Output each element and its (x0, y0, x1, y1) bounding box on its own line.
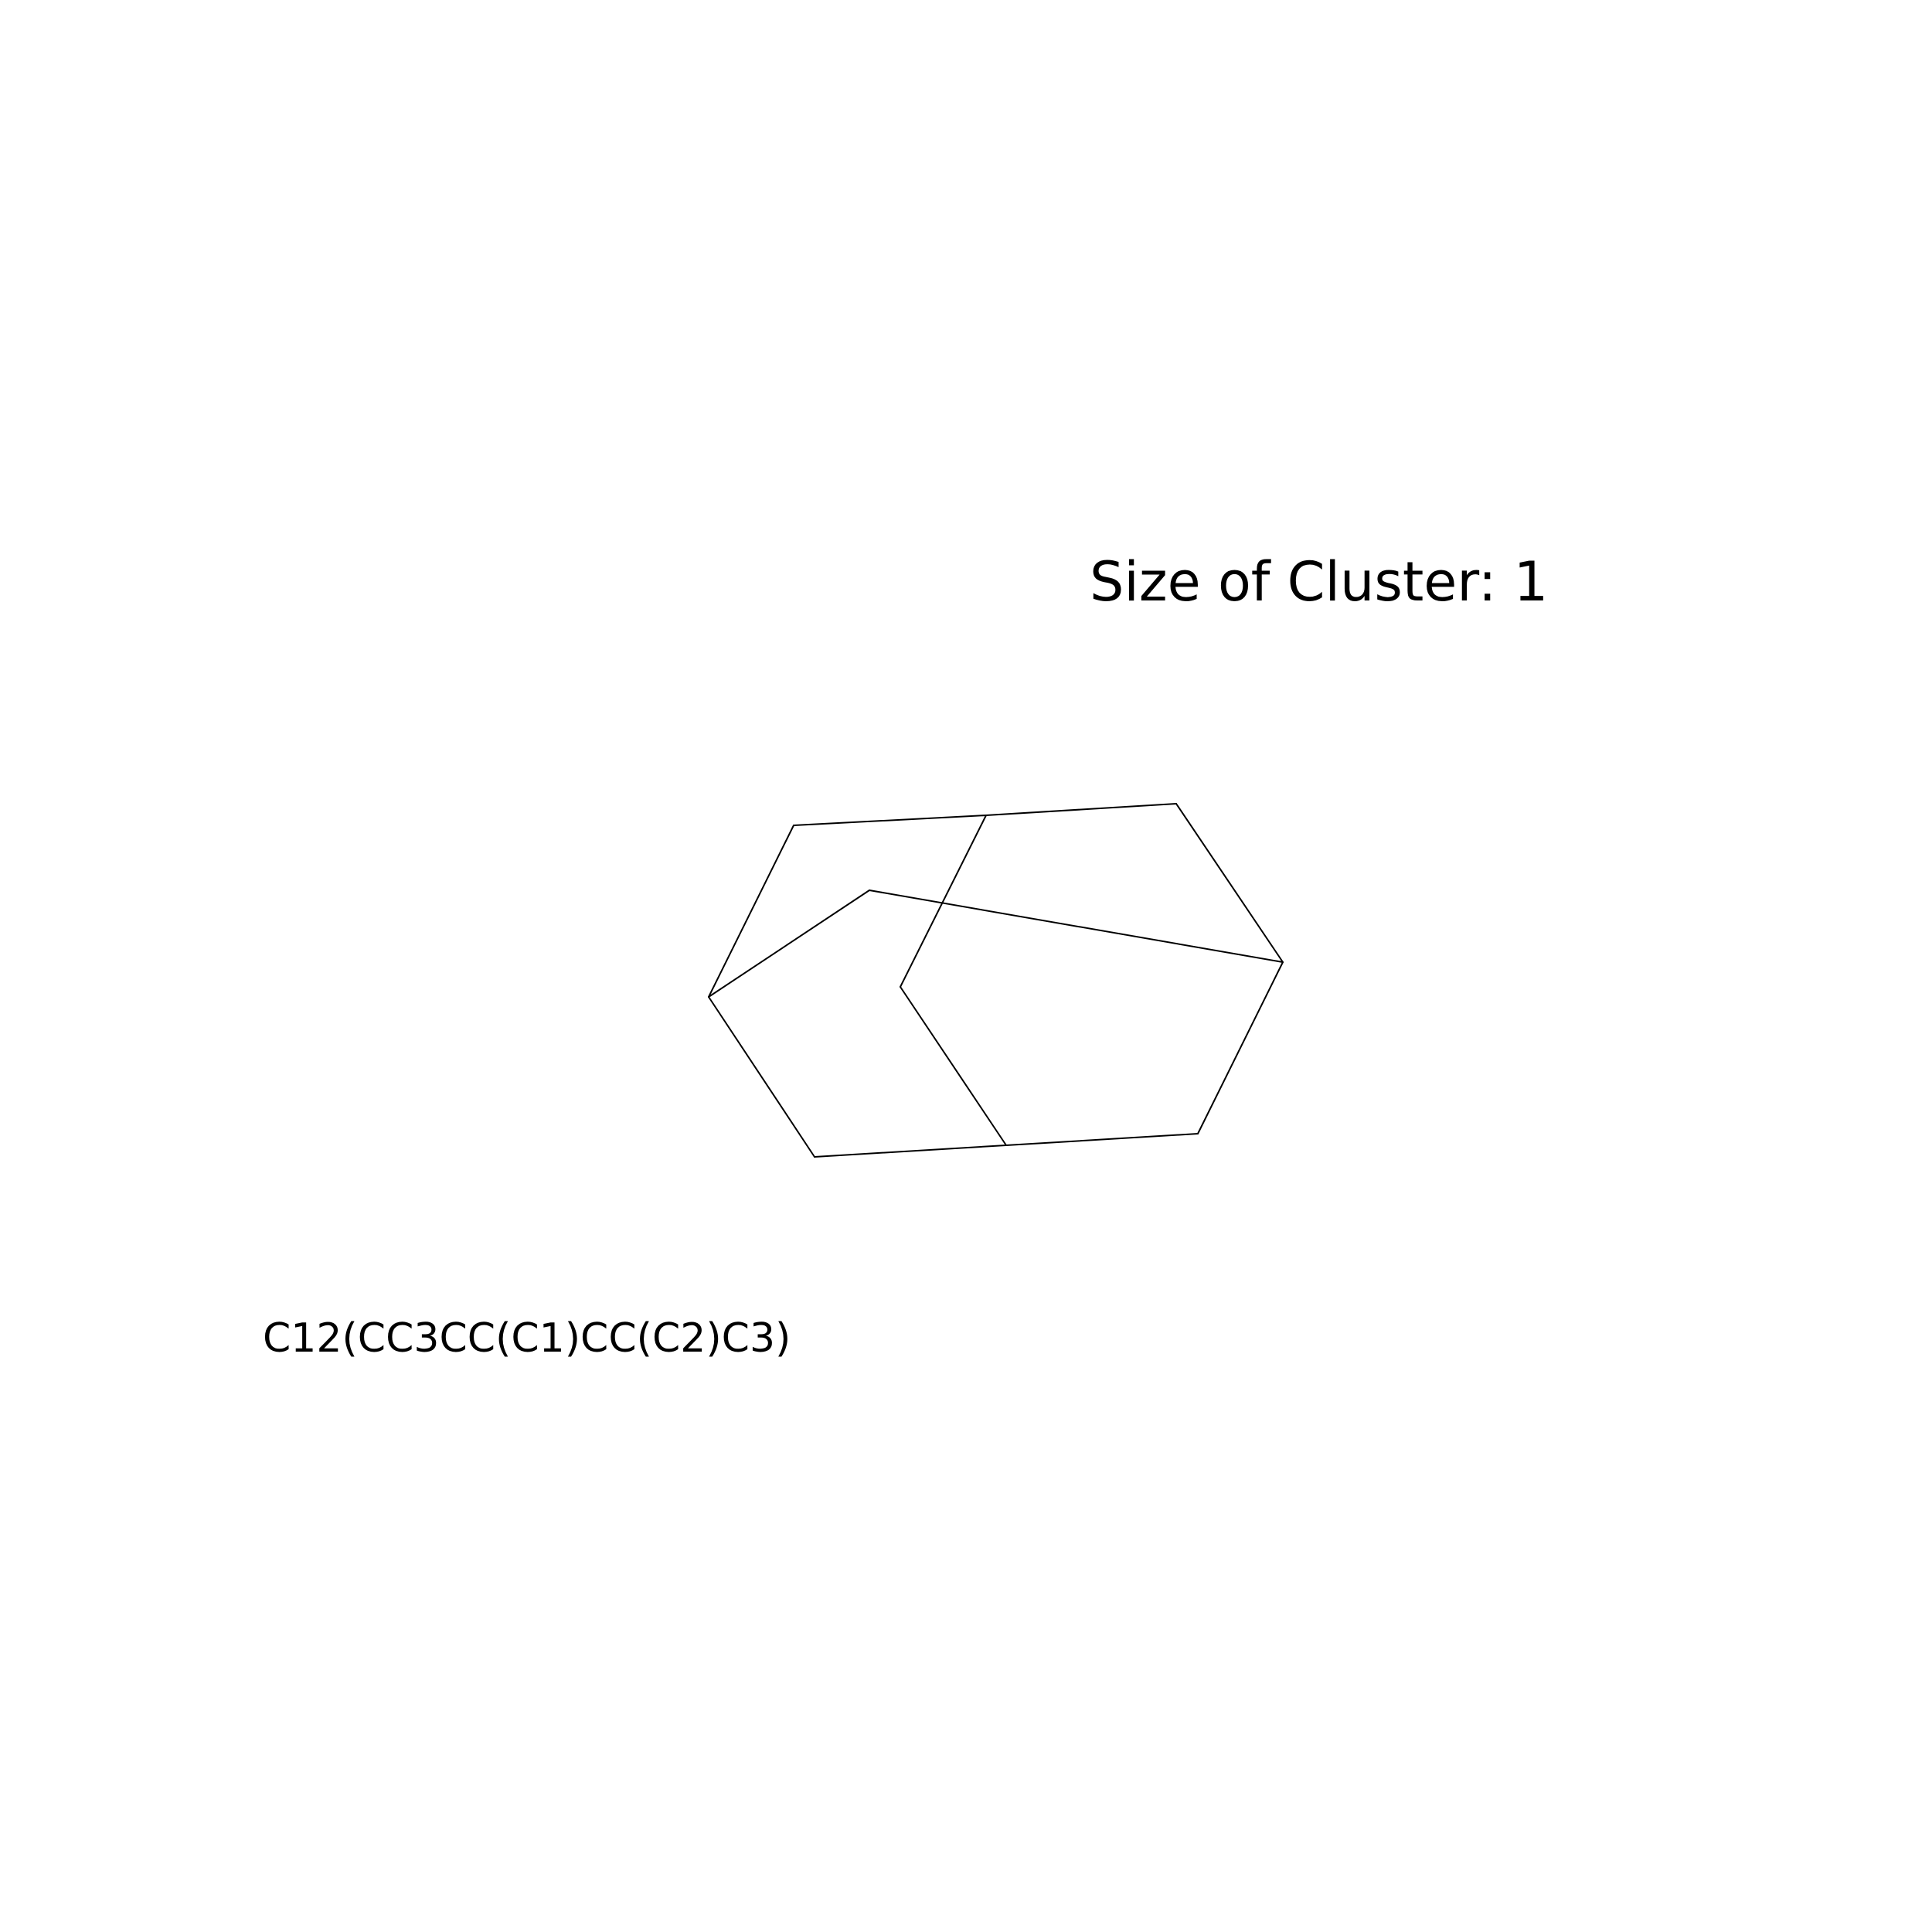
bond-10 (869, 889, 1284, 963)
bond-11 (900, 815, 987, 988)
bond-4 (1197, 961, 1284, 1134)
bond-12 (900, 986, 1007, 1146)
bond-8 (708, 825, 794, 998)
smiles-label: C12(CC3CC(C1)CC(C2)C3) (263, 1315, 791, 1362)
cluster-size-title: Size of Cluster: 1 (1090, 550, 1549, 614)
bond-7 (708, 996, 815, 1158)
bond-2 (985, 803, 1177, 816)
bond-9 (708, 889, 870, 998)
bond-5 (1005, 1133, 1199, 1146)
bond-1 (793, 815, 987, 826)
bond-3 (1175, 803, 1284, 963)
bond-6 (814, 1145, 1007, 1158)
